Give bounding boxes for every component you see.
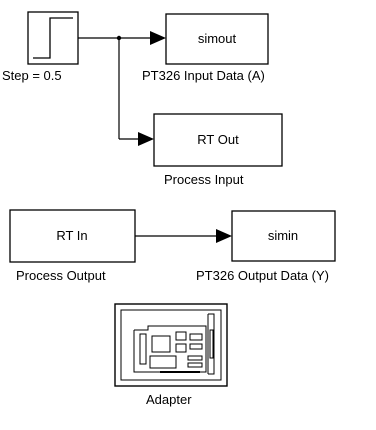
simout-block-label: PT326 Input Data (A) [142, 68, 265, 83]
adapter-card-icon [133, 313, 215, 375]
arrow-simout [150, 31, 166, 45]
simout-block[interactable]: simout [165, 13, 269, 65]
branch-point [116, 35, 122, 41]
rt-in-block-text: RT In [56, 228, 87, 243]
simin-block-text: simin [268, 228, 298, 243]
step-block[interactable] [27, 11, 79, 65]
rt-out-block[interactable]: RT Out [153, 113, 283, 167]
step-icon [33, 17, 73, 59]
signal-lines [78, 37, 218, 237]
simin-block[interactable]: simin [231, 210, 336, 262]
simout-block-text: simout [198, 31, 237, 46]
adapter-block-label: Adapter [146, 392, 192, 407]
rt-out-block-label: Process Input [164, 172, 244, 187]
rt-out-block-text: RT Out [197, 132, 239, 147]
rt-in-block[interactable]: RT In [9, 209, 136, 263]
adapter-block[interactable] [114, 303, 228, 387]
arrow-simin [216, 229, 232, 243]
simin-block-label: PT326 Output Data (Y) [196, 268, 329, 283]
arrow-rtout [138, 132, 154, 146]
rt-in-block-label: Process Output [16, 268, 106, 283]
step-block-label: Step = 0.5 [2, 68, 62, 83]
